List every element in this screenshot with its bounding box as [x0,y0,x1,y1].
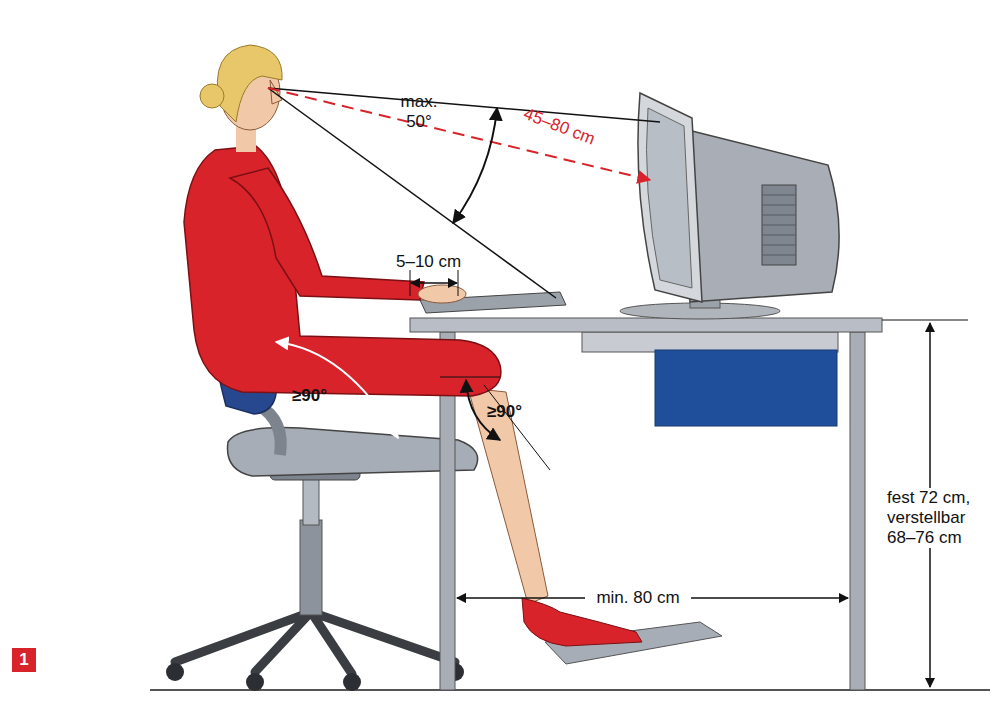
monitor-vent [762,185,796,265]
crt-monitor [620,93,839,319]
chair-base [175,612,455,674]
chair-wheel [343,673,361,691]
sight-line [268,88,660,122]
dimension-label: fest 72 cm, verstellbar 68–76 cm [884,488,997,548]
shin-line [484,385,550,470]
chair-wheel [166,663,184,681]
hip-angle-arc [276,342,398,438]
desk-top [410,318,882,332]
nose [270,80,282,104]
hand [418,285,466,303]
angle-arc [453,108,497,223]
dimension-label: max. 50° [388,92,450,132]
chair-wheel [246,673,264,691]
hair [217,45,282,122]
hair-bun [200,84,224,108]
viewing-distance [268,88,650,180]
desk-drawer [655,350,837,426]
desk-leg [850,332,865,690]
monitor-screen [647,108,693,288]
dimension-arrow [411,282,457,284]
figure-number-text: 1 [19,650,28,670]
seated-woman [184,45,642,646]
monitor-bezel [638,93,702,302]
dimension-label: 5–10 cm [396,252,486,272]
monitor-body [680,128,839,302]
dimension-tick [458,270,459,296]
sleeve [230,168,424,300]
chair-column [300,520,322,615]
desk-drawer [582,332,838,352]
dimension-label: min. 80 cm [585,588,691,608]
dimension-tick [882,320,968,321]
figure-number: 1 [12,648,36,672]
monitor-vent [762,195,796,255]
dimension-tick [410,270,411,296]
dimension-label: ≥90° [487,402,547,422]
sight-line [268,88,556,298]
thigh-line [440,377,500,378]
red-suit [184,146,501,396]
dimension-label: ≥90° [292,386,352,406]
